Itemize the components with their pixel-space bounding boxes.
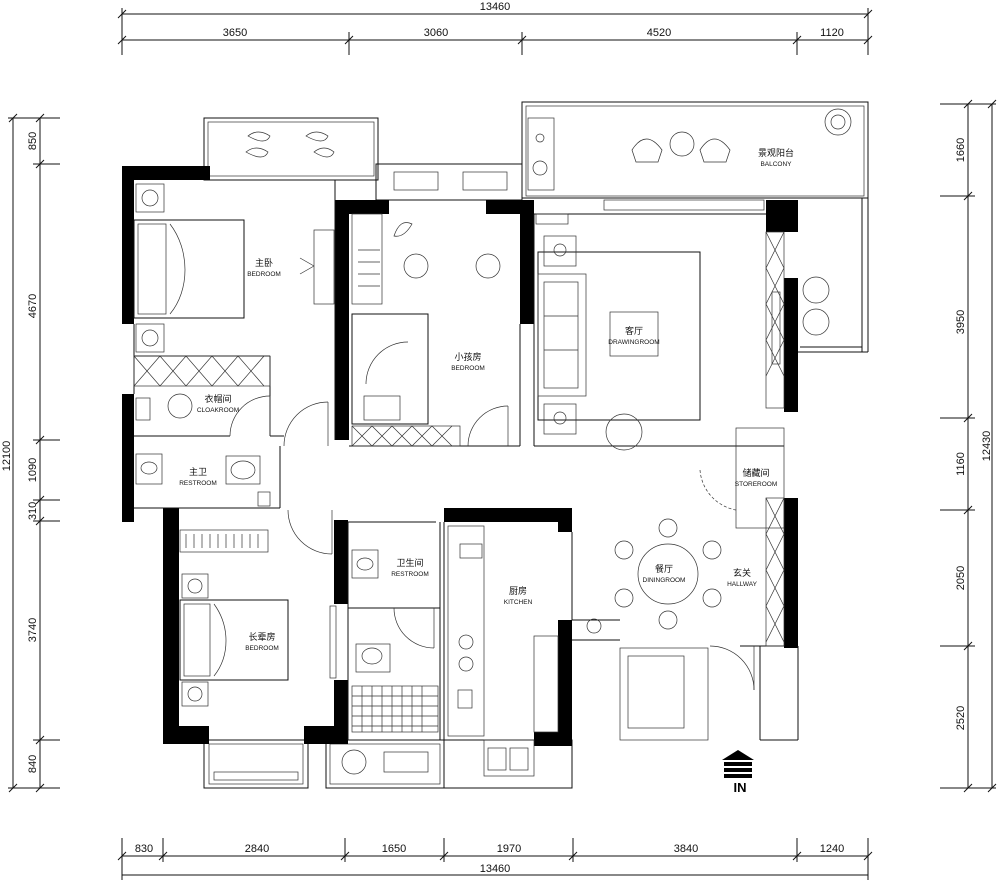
balcony-chairs bbox=[245, 131, 335, 158]
master-bedroom-cn: 主卧 bbox=[255, 257, 273, 269]
cloakroom-furniture bbox=[133, 355, 271, 421]
hallway-en: HALLWAY bbox=[727, 581, 758, 588]
doors bbox=[229, 395, 755, 691]
restroom-en: RESTROOM bbox=[391, 571, 429, 578]
top-dimensions: 13460 3650 3060 4520 1120 bbox=[117, 1, 873, 55]
master-restroom-fixtures bbox=[135, 453, 271, 507]
left-segment-6: 840 bbox=[27, 755, 39, 773]
drawing-room-furniture bbox=[535, 213, 781, 451]
dining-room-cn: 餐厅 bbox=[655, 563, 673, 575]
hallway-cn: 玄关 bbox=[733, 567, 751, 579]
top-total-label: 13460 bbox=[480, 1, 511, 13]
bottom-segment-6: 1240 bbox=[820, 843, 844, 855]
balcony-outlines bbox=[203, 101, 869, 789]
small-bedroom-en: BEDROOM bbox=[451, 365, 485, 372]
small-bedroom-furniture bbox=[351, 213, 501, 447]
cloakroom-en: CLOAKROOM bbox=[197, 407, 239, 414]
balcony-right-furniture bbox=[527, 108, 852, 336]
restroom-fixtures bbox=[341, 549, 439, 775]
top-segment-1: 3650 bbox=[223, 27, 247, 39]
left-segment-5: 3740 bbox=[27, 618, 39, 642]
dining-table bbox=[586, 518, 722, 741]
bottom-segment-5: 3840 bbox=[674, 843, 698, 855]
interior-lines bbox=[133, 179, 799, 741]
elder-bedroom-furniture bbox=[179, 529, 337, 707]
small-bedroom-cn: 小孩房 bbox=[454, 351, 481, 363]
bottom-segment-1: 830 bbox=[135, 843, 153, 855]
bottom-dimensions: 830 2840 1650 1970 3840 1240 13460 bbox=[117, 838, 873, 880]
master-restroom-en: RESTROOM bbox=[179, 480, 217, 487]
walls bbox=[122, 166, 798, 746]
entrance-arrow-icon bbox=[722, 750, 754, 778]
bottom-segment-3: 1650 bbox=[382, 843, 406, 855]
bottom-total-label: 13460 bbox=[480, 863, 511, 875]
right-total-label: 12430 bbox=[981, 431, 993, 462]
storeroom bbox=[735, 231, 785, 647]
entrance-label: IN bbox=[734, 780, 747, 795]
top-segment-2: 3060 bbox=[424, 27, 448, 39]
left-segment-1: 850 bbox=[27, 132, 39, 150]
right-segment-3: 1160 bbox=[955, 452, 967, 476]
drawing-room-en: DRAWINGROOM bbox=[608, 339, 659, 346]
kitchen-en: KITCHEN bbox=[504, 599, 533, 606]
left-segment-4: 310 bbox=[27, 502, 39, 520]
kitchen-cn: 厨房 bbox=[509, 585, 527, 597]
balcony-en: BALCONY bbox=[760, 161, 792, 168]
cloakroom-cn: 衣帽间 bbox=[204, 393, 231, 405]
master-bedroom-furniture bbox=[133, 183, 335, 353]
left-total-label: 12100 bbox=[1, 441, 13, 472]
drawing-room-cn: 客厅 bbox=[625, 325, 643, 337]
elder-bedroom-cn: 长辈房 bbox=[248, 631, 275, 643]
top-segment-3: 4520 bbox=[647, 27, 671, 39]
storeroom-en: STOREROOM bbox=[735, 481, 778, 488]
master-bedroom-en: BEDROOM bbox=[247, 271, 281, 278]
balcony-cn: 景观阳台 bbox=[758, 147, 794, 159]
right-segment-2: 3950 bbox=[955, 310, 967, 334]
left-segment-3: 1090 bbox=[27, 458, 39, 482]
bottom-segment-2: 2840 bbox=[245, 843, 269, 855]
elder-bedroom-en: BEDROOM bbox=[245, 645, 279, 652]
dining-room-en: DININGROOM bbox=[643, 577, 686, 584]
kitchen-fixtures bbox=[447, 525, 559, 777]
right-segment-1: 1660 bbox=[955, 138, 967, 162]
left-segment-2: 4670 bbox=[27, 294, 39, 318]
right-dimensions: 1660 3950 1160 2050 2520 12430 bbox=[940, 99, 997, 793]
storeroom-cn: 储藏间 bbox=[742, 467, 769, 479]
right-segment-4: 2050 bbox=[955, 566, 967, 590]
restroom-cn: 卫生间 bbox=[396, 557, 423, 569]
right-segment-5: 2520 bbox=[955, 706, 967, 730]
room-labels: 主卧 BEDROOM 衣帽间 CLOAKROOM 主卫 RESTROOM 小孩房… bbox=[179, 147, 794, 652]
bottom-segment-4: 1970 bbox=[497, 843, 521, 855]
top-segment-4: 1120 bbox=[820, 27, 844, 39]
master-restroom-cn: 主卫 bbox=[189, 466, 207, 478]
left-dimensions: 12100 850 4670 1090 310 3740 840 bbox=[1, 113, 60, 793]
